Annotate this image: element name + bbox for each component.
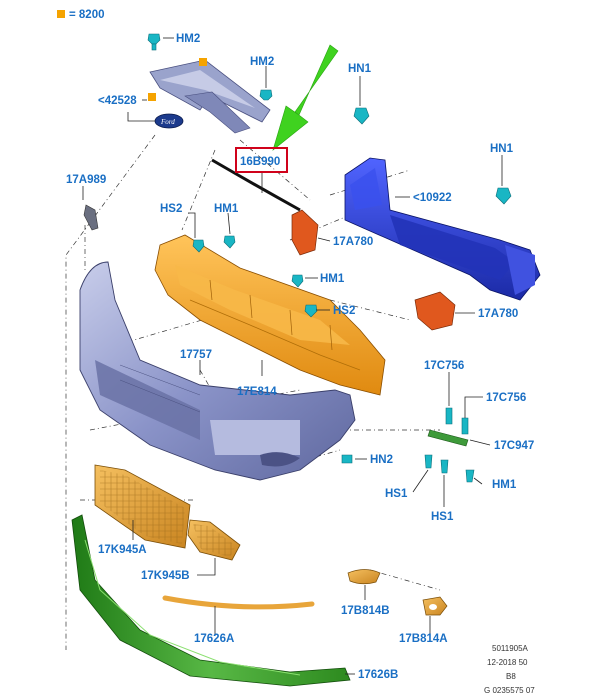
clip-17c756-icon [461, 417, 469, 435]
ford-oval-badge-icon: Ford [154, 113, 184, 129]
leader-lines [82, 37, 503, 675]
label-16b990: 16B990 [240, 156, 280, 168]
fog-bezel-17b814b [347, 569, 381, 585]
label-ref-42528: <42528 [98, 95, 137, 107]
label-17k945b: 17K945B [141, 570, 190, 582]
side-bracket-17a989 [83, 204, 99, 231]
hm2-clip-icon [147, 33, 161, 51]
green-arrow-icon [272, 44, 339, 151]
hm1-clip-icon [465, 469, 475, 483]
highlight-box [235, 147, 288, 173]
hn1-clip-icon [353, 107, 370, 125]
footer-line-4: G 0235575 07 [484, 686, 535, 695]
footer-code: 5011905A 12-2018 50 B8 G 0235575 07 [484, 644, 535, 695]
clip-17c756-icon [445, 407, 453, 425]
label-hm1-mid: HM1 [320, 273, 345, 285]
label-hm1-right: HM1 [492, 479, 517, 491]
label-17c947: 17C947 [494, 440, 534, 452]
bumper-reinforcement [344, 157, 541, 301]
hs2-clip-icon [304, 304, 318, 318]
svg-text:Ford: Ford [160, 118, 175, 126]
label-17b814a: 17B814A [399, 633, 448, 645]
label-17757: 17757 [180, 349, 212, 361]
label-17k945a: 17K945A [98, 544, 147, 556]
hn1-clip-icon [495, 187, 512, 205]
hn2-clip-icon [341, 454, 353, 464]
bracket-17a780-lower [414, 291, 456, 331]
bumper-cover [79, 261, 356, 481]
label-17626b: 17626B [358, 669, 398, 681]
footer-line-1: 5011905A [492, 644, 529, 653]
label-hm2-top: HM2 [176, 33, 200, 45]
label-hs1-left: HS1 [385, 488, 408, 500]
label-hs2-mid: HS2 [333, 305, 355, 317]
orange-marker-icon [148, 93, 156, 101]
label-17a989: 17A989 [66, 174, 106, 186]
hs1-clip-icon [440, 459, 449, 474]
label-hn2: HN2 [370, 454, 393, 466]
label-17b814b: 17B814B [341, 605, 390, 617]
orange-marker-icon [199, 58, 207, 66]
hs2-clip-icon [192, 239, 205, 253]
label-17e814: 17E814 [237, 386, 277, 398]
label-17c756-a: 17C756 [424, 360, 464, 372]
label-17626a: 17626A [194, 633, 234, 645]
hm1-clip-icon [223, 235, 236, 249]
label-17c756-b: 17C756 [486, 392, 526, 404]
fog-bezel-17b814a [422, 596, 448, 616]
trim-strip-16b990 [211, 158, 301, 212]
trim-strip-17626a [162, 595, 315, 610]
label-17a780-top: 17A780 [333, 236, 373, 248]
energy-absorber [154, 234, 386, 396]
legend-swatch [57, 10, 65, 18]
part-labels: HM2 HM2 HN1 HN1 <42528 16B990 <10922 17A… [66, 33, 534, 681]
bracket-17c947 [427, 429, 469, 447]
label-ref-10922: <10922 [413, 192, 452, 204]
footer-line-3: B8 [506, 672, 516, 681]
hm2-clip-icon [259, 89, 273, 101]
bracket-17a780-upper [291, 209, 319, 256]
hm1-clip-icon [291, 274, 304, 288]
label-hn1-right: HN1 [490, 143, 514, 155]
label-hs1-right: HS1 [431, 511, 454, 523]
label-hm2-grille: HM2 [250, 56, 274, 68]
hs1-clip-icon [424, 454, 433, 469]
label-hm1-left: HM1 [214, 203, 239, 215]
label-17a780-right: 17A780 [478, 308, 518, 320]
legend-text: = 8200 [69, 9, 105, 21]
lower-grille-17k945a [94, 464, 191, 549]
lower-valance-17626b [71, 514, 351, 687]
footer-line-2: 12-2018 50 [487, 658, 528, 667]
label-hn1-left: HN1 [348, 63, 372, 75]
upper-grille [149, 59, 271, 134]
label-hs2-left: HS2 [160, 203, 182, 215]
fog-grille-17k945b [187, 519, 241, 561]
